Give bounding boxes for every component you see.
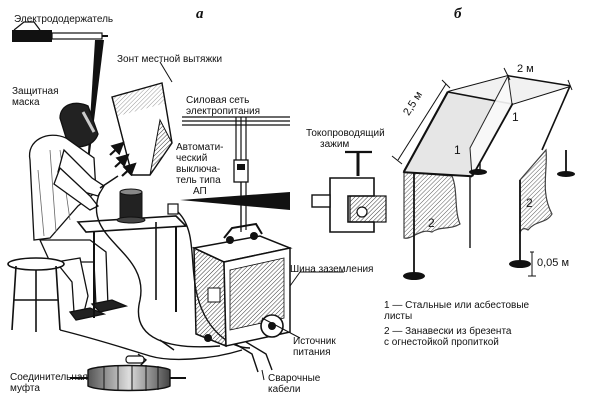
dimension-width: 2 м bbox=[517, 63, 534, 75]
booth-marker-1-top: 1 bbox=[512, 110, 519, 124]
label-electrode-holder: Электрододержатель bbox=[14, 14, 114, 25]
label-exhaust-hood: Зонт местной вытяжки bbox=[117, 54, 223, 65]
label-breaker-3: выключа- bbox=[176, 164, 221, 175]
legend-item2-line2: с огнестойкой пропиткой bbox=[384, 337, 499, 348]
label-mask-1: Защитная bbox=[12, 86, 59, 97]
electrode-holder-icon bbox=[12, 21, 108, 42]
label-coupling-1: Соединительная bbox=[10, 372, 88, 383]
label-breaker-1: Автомати- bbox=[176, 142, 224, 153]
label-clamp-2: зажим bbox=[320, 139, 350, 150]
label-cables-1: Сварочные bbox=[268, 373, 321, 384]
legend-item1-line2: листы bbox=[384, 311, 413, 322]
booth-marker-2-left: 2 bbox=[428, 216, 435, 230]
breaker-icon bbox=[233, 159, 249, 232]
booth-marker-1-side: 1 bbox=[454, 143, 461, 157]
booth-curtains bbox=[403, 148, 553, 239]
dimension-lines bbox=[391, 67, 573, 277]
stool-icon bbox=[7, 257, 65, 332]
work-table-icon bbox=[76, 188, 188, 318]
power-source-icon bbox=[191, 222, 293, 348]
booth-feet bbox=[403, 169, 575, 280]
legend-item1-line1: 1 — Стальные или асбестовые bbox=[384, 300, 530, 311]
hood-leader bbox=[159, 61, 173, 83]
booth-marker-2-right: 2 bbox=[526, 196, 533, 210]
label-mask-2: маска bbox=[12, 97, 40, 108]
label-clamp-1: Токопроводящий bbox=[306, 128, 385, 139]
label-power-1: Силовая сеть bbox=[186, 95, 250, 106]
label-source-1: Источник bbox=[293, 336, 336, 347]
clamp-pointer bbox=[180, 192, 290, 210]
legend-item2-line1: 2 — Занавески из брезента bbox=[384, 326, 512, 337]
label-power-2: электропитания bbox=[186, 106, 261, 117]
holder-pointer bbox=[86, 40, 104, 185]
label-breaker-4: тель типа bbox=[176, 175, 221, 186]
coupling-icon bbox=[70, 353, 186, 392]
label-ground-bus: Шина заземления bbox=[290, 264, 374, 275]
label-breaker-5: АП bbox=[193, 186, 207, 197]
clamp-icon bbox=[311, 150, 387, 233]
dimension-leg-height: 0,05 м bbox=[537, 257, 570, 269]
label-source-2: питания bbox=[293, 347, 331, 358]
label-coupling-2: муфта bbox=[10, 383, 40, 394]
panel-letter-a: а bbox=[196, 6, 204, 22]
welder-figure bbox=[28, 102, 129, 321]
panel-letter-b: б bbox=[454, 6, 462, 22]
label-breaker-2: ческий bbox=[176, 153, 208, 164]
label-cables-2: кабели bbox=[268, 384, 301, 395]
airflow-arrows bbox=[109, 141, 137, 177]
